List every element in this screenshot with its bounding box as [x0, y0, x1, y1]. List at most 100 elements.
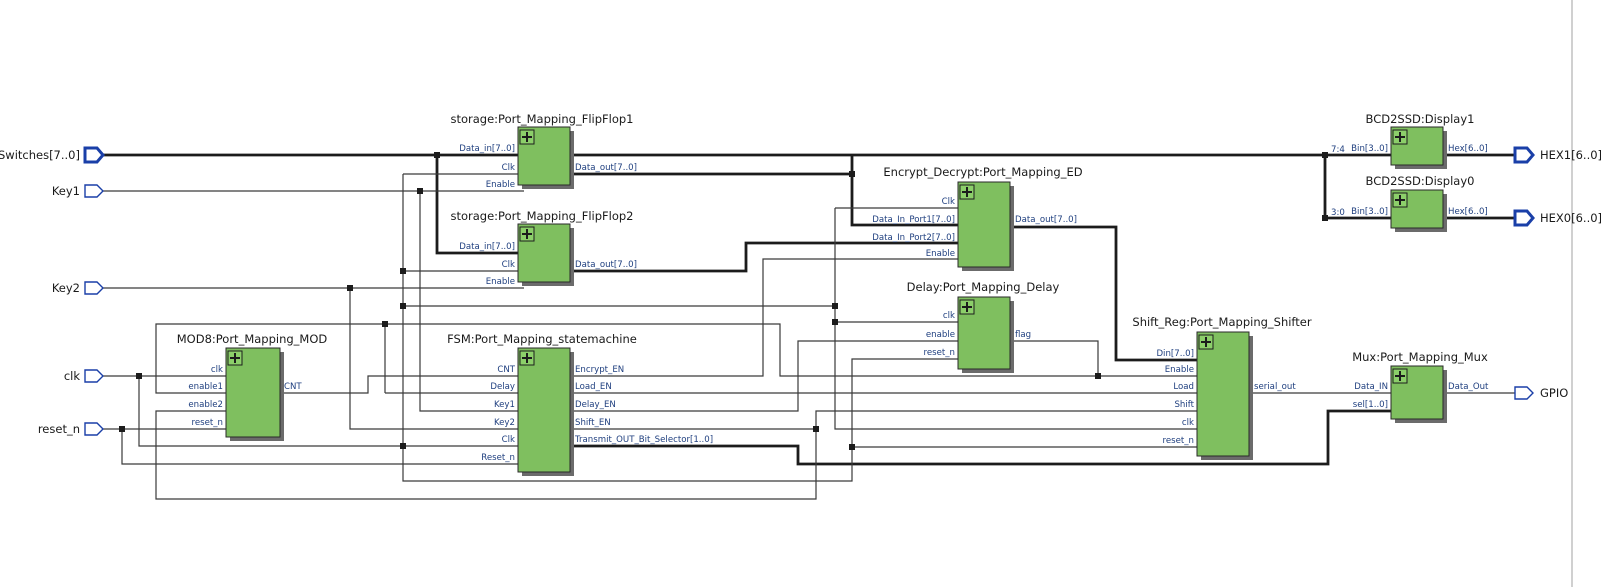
- expand-plus-icon[interactable]: [1198, 334, 1214, 350]
- port-label: Key2: [494, 418, 515, 428]
- input-clk[interactable]: clk: [64, 369, 104, 383]
- wires: [103, 153, 1515, 500]
- port-label: Enable: [486, 180, 515, 190]
- port-label: Enable: [926, 249, 955, 259]
- flag-wire: [1005, 340, 1099, 376]
- port-label: enable2: [188, 400, 223, 410]
- expand-plus-icon[interactable]: [959, 184, 975, 200]
- port-label: Delay_EN: [575, 400, 616, 410]
- block-display1[interactable]: BCD2SSD:Display1 Bin[3..0] Hex[6..0]: [1351, 112, 1488, 169]
- block-encrypt-decrypt[interactable]: Encrypt_Decrypt:Port_Mapping_ED Clk Data…: [872, 165, 1083, 271]
- block-title: Delay:Port_Mapping_Delay: [907, 280, 1060, 294]
- port-label: Clk: [942, 197, 955, 207]
- block-body[interactable]: [517, 347, 571, 473]
- block-delay[interactable]: Delay:Port_Mapping_Delay clk enable rese…: [907, 280, 1060, 373]
- expand-plus-icon[interactable]: [227, 350, 243, 366]
- output-gpio[interactable]: GPIO: [1514, 386, 1568, 400]
- port-label: Data_In_Port2[7..0]: [872, 233, 955, 243]
- port-label: Load_EN: [575, 382, 612, 392]
- port-label: Data_in[7..0]: [459, 242, 515, 252]
- port-label: Data_IN: [1354, 382, 1388, 392]
- port-label: Bin[3..0]: [1351, 207, 1388, 217]
- input-reset-n[interactable]: reset_n: [38, 422, 104, 436]
- ed-out-bus: [1005, 225, 1197, 362]
- port-label: Enable: [1165, 365, 1194, 375]
- block-title: MOD8:Port_Mapping_MOD: [177, 332, 328, 346]
- expand-plus-icon[interactable]: [519, 226, 535, 242]
- block-title: storage:Port_Mapping_FlipFlop2: [451, 209, 634, 223]
- port-label: reset_n: [923, 348, 955, 358]
- port-label: serial_out: [1254, 382, 1296, 392]
- output-gpio-label: GPIO: [1540, 386, 1568, 400]
- port-label: flag: [1015, 330, 1031, 340]
- junctions: [119, 152, 1328, 450]
- enable1-loop: [155, 323, 1197, 394]
- block-body[interactable]: [1196, 331, 1250, 457]
- port-label: Reset_n: [481, 453, 515, 463]
- expand-plus-icon[interactable]: [1392, 192, 1408, 208]
- output-pin-icon: [1514, 386, 1534, 400]
- port-label: enable: [926, 330, 955, 340]
- output-pin-icon: [1513, 146, 1535, 164]
- port-label: Hex[6..0]: [1448, 207, 1488, 217]
- port-label: Data_out[7..0]: [575, 163, 637, 173]
- input-switches-label: Switches[7..0]: [0, 148, 80, 162]
- port-label: clk: [1182, 418, 1194, 428]
- input-key2[interactable]: Key2: [52, 281, 104, 295]
- output-pin-icon: [1513, 209, 1535, 227]
- output-hex0-label: HEX0[6..0]: [1540, 211, 1602, 225]
- input-pin-icon: [84, 184, 104, 198]
- block-fsm[interactable]: FSM:Port_Mapping_statemachine CNT Delay …: [447, 332, 713, 476]
- output-hex0[interactable]: HEX0[6..0]: [1513, 209, 1602, 227]
- port-label: Enable: [486, 277, 515, 287]
- port-label: sel[1..0]: [1353, 400, 1388, 410]
- cnt-wire: [284, 375, 524, 394]
- port-label: Transmit_OUT_Bit_Selector[1..0]: [574, 435, 713, 445]
- expand-plus-icon[interactable]: [959, 299, 975, 315]
- block-flipflop2[interactable]: storage:Port_Mapping_FlipFlop2 Data_in[7…: [451, 209, 637, 287]
- port-label: Clk: [502, 435, 515, 445]
- input-pin-icon: [84, 369, 104, 383]
- port-label: reset_n: [191, 418, 223, 428]
- port-label: CNT: [284, 382, 302, 392]
- enable2-loop: [155, 410, 1197, 500]
- input-pin-icon: [84, 422, 104, 436]
- output-hex1[interactable]: HEX1[6..0]: [1513, 146, 1602, 164]
- block-flipflop1[interactable]: storage:Port_Mapping_FlipFlop1 Data_in[7…: [451, 112, 637, 190]
- port-label: Bin[3..0]: [1351, 144, 1388, 154]
- reset-to-delay: [402, 358, 965, 482]
- ff1-out-bus: [563, 172, 965, 227]
- block-mod8[interactable]: MOD8:Port_Mapping_MOD clk enable1 enable…: [177, 332, 328, 441]
- encrypt-en-wire: [563, 258, 965, 377]
- port-label: Key1: [494, 400, 515, 410]
- block-mux[interactable]: Mux:Port_Mapping_Mux Data_IN sel[1..0] D…: [1352, 350, 1489, 423]
- port-label: Shift: [1174, 400, 1194, 410]
- port-label: Data_Out: [1448, 382, 1489, 392]
- block-body[interactable]: [517, 126, 571, 186]
- block-title: Mux:Port_Mapping_Mux: [1352, 350, 1488, 364]
- block-title: storage:Port_Mapping_FlipFlop1: [451, 112, 634, 126]
- port-label: Load: [1173, 382, 1194, 392]
- input-pin-icon: [83, 146, 105, 164]
- expand-plus-icon[interactable]: [519, 350, 535, 366]
- expand-plus-icon[interactable]: [1392, 368, 1408, 384]
- input-key1[interactable]: Key1: [52, 184, 104, 198]
- block-shifter[interactable]: Shift_Reg:Port_Mapping_Shifter Din[7..0]…: [1132, 315, 1312, 460]
- port-label: clk: [211, 365, 223, 375]
- selector-bus: [563, 409, 1392, 466]
- key1-to-fsm: [419, 191, 524, 412]
- expand-plus-icon[interactable]: [519, 129, 535, 145]
- block-display0[interactable]: BCD2SSD:Display0 Bin[3..0] Hex[6..0]: [1351, 174, 1488, 232]
- port-label: Data_In_Port1[7..0]: [872, 215, 955, 225]
- ff2-out-bus: [563, 241, 965, 273]
- port-label: enable1: [188, 382, 223, 392]
- clk-to-fsm: [138, 376, 524, 447]
- input-switches[interactable]: Switches[7..0]: [0, 146, 105, 164]
- port-label: clk: [943, 311, 955, 321]
- port-label: Delay: [490, 382, 515, 392]
- port-label: Clk: [502, 260, 515, 270]
- slice-display1: 7:4: [1331, 145, 1345, 155]
- slice-display0: 3:0: [1331, 208, 1345, 218]
- expand-plus-icon[interactable]: [1392, 129, 1408, 145]
